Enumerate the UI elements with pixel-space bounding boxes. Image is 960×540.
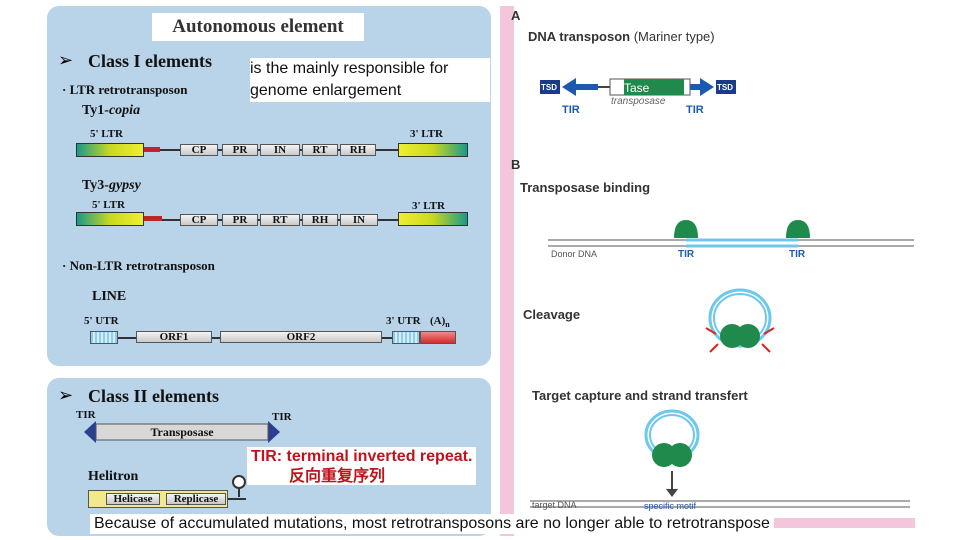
label-b: B [511, 157, 521, 172]
helicase-segment: Helicase [106, 493, 160, 505]
mariner-tir-left: TIR [562, 104, 580, 116]
tir-note: TIR: terminal inverted repeat. 反向重复序列 [247, 447, 477, 485]
cleavage-diagram [705, 288, 775, 353]
tase-label: Tase [624, 81, 650, 95]
ty1-name: Ty1-copia [82, 103, 141, 118]
ty1-gene-rh: RH [340, 144, 376, 156]
ty1-gene-pr: PR [222, 144, 258, 156]
target-capture-diagram [530, 409, 910, 508]
arrow-bullet-icon-2: ➢ [58, 385, 74, 406]
ty3-gene-cp: CP [180, 214, 218, 226]
tir-note-cn: 反向重复序列 [289, 466, 386, 485]
ty3-gene-rt: RT [260, 214, 300, 226]
replicase-segment: Replicase [166, 493, 226, 505]
ty3-gene-pr: PR [222, 214, 258, 226]
tsd-right: TSD [717, 83, 733, 92]
line-utr5 [90, 331, 118, 344]
label-a: A [511, 8, 521, 23]
ty1-gene-cp: CP [180, 144, 218, 156]
mariner-tir-right: TIR [686, 104, 704, 116]
ty1-ltr3-label: 3' LTR [410, 128, 443, 140]
footer-note: Because of accumulated mutations, most r… [90, 514, 774, 534]
line-orf2: ORF2 [220, 331, 382, 343]
transposase-binding-title: Transposase binding [520, 180, 651, 195]
line-utr5-label: 5' UTR [84, 315, 119, 327]
tir-note-en: TIR: terminal inverted repeat. [251, 448, 473, 465]
transposase-label: Transposase [150, 425, 214, 439]
genome-enlargement-note: is the mainly responsible for genome enl… [250, 58, 490, 102]
cleavage-title: Cleavage [523, 307, 581, 322]
ty3-name: Ty3-gypsy [82, 178, 141, 193]
class2-tir-left-label: TIR [76, 409, 96, 421]
pink-divider [500, 6, 514, 536]
line-orf1: ORF1 [136, 331, 212, 343]
ty3-ltr5 [76, 212, 144, 226]
target-capture-title: Target capture and strand transfert [532, 388, 748, 403]
ty1-pbs [144, 147, 160, 152]
helitron-hairpin-stem [238, 487, 240, 497]
arrow-bullet-icon: ➢ [58, 50, 74, 71]
binding-tir-2: TIR [789, 249, 806, 260]
binding-diagram [548, 220, 914, 248]
helitron-name: Helitron [88, 469, 139, 484]
ltr-heading: · LTR retrotransposon [62, 82, 188, 97]
ty1-gene-in: IN [260, 144, 300, 156]
donor-dna-label: Donor DNA [551, 249, 598, 259]
mariner-diagram [540, 78, 736, 96]
tsd-left: TSD [541, 83, 557, 92]
class2-heading: Class II elements [88, 386, 219, 406]
line-name: LINE [92, 289, 127, 304]
ty3-ltr3 [398, 212, 468, 226]
line-utr3 [392, 331, 420, 344]
ty3-ltr3-label: 3' LTR [412, 200, 445, 212]
line-polya-tail [420, 331, 456, 344]
ty3-gene-rh: RH [302, 214, 338, 226]
class2-tir-right-label: TIR [272, 411, 292, 423]
ty3-ltr5-label: 5' LTR [92, 199, 125, 211]
ty1-ltr3 [398, 143, 468, 157]
ty1-ltr5 [76, 143, 144, 157]
class1-heading: Class I elements [88, 51, 212, 71]
ty3-pbs [144, 216, 162, 221]
transposase-italic: transposase [611, 96, 666, 107]
autonomous-title: Autonomous element [152, 13, 364, 41]
ty1-gene-rt: RT [302, 144, 338, 156]
line-utr3-label: 3' UTR [386, 315, 421, 327]
ty1-ltr5-label: 5' LTR [90, 128, 123, 140]
specific-motif-label: specific motif [644, 501, 697, 511]
target-dna-label: target DNA [532, 500, 577, 510]
binding-tir-1: TIR [678, 249, 695, 260]
transposase-element [84, 421, 280, 443]
ty3-gene-in: IN [340, 214, 378, 226]
nonltr-heading: · Non-LTR retrotransposon [62, 258, 215, 273]
line-polya-label: (A)n [430, 315, 450, 330]
dna-transposon-title: DNA transposon (Mariner type) [528, 29, 715, 44]
